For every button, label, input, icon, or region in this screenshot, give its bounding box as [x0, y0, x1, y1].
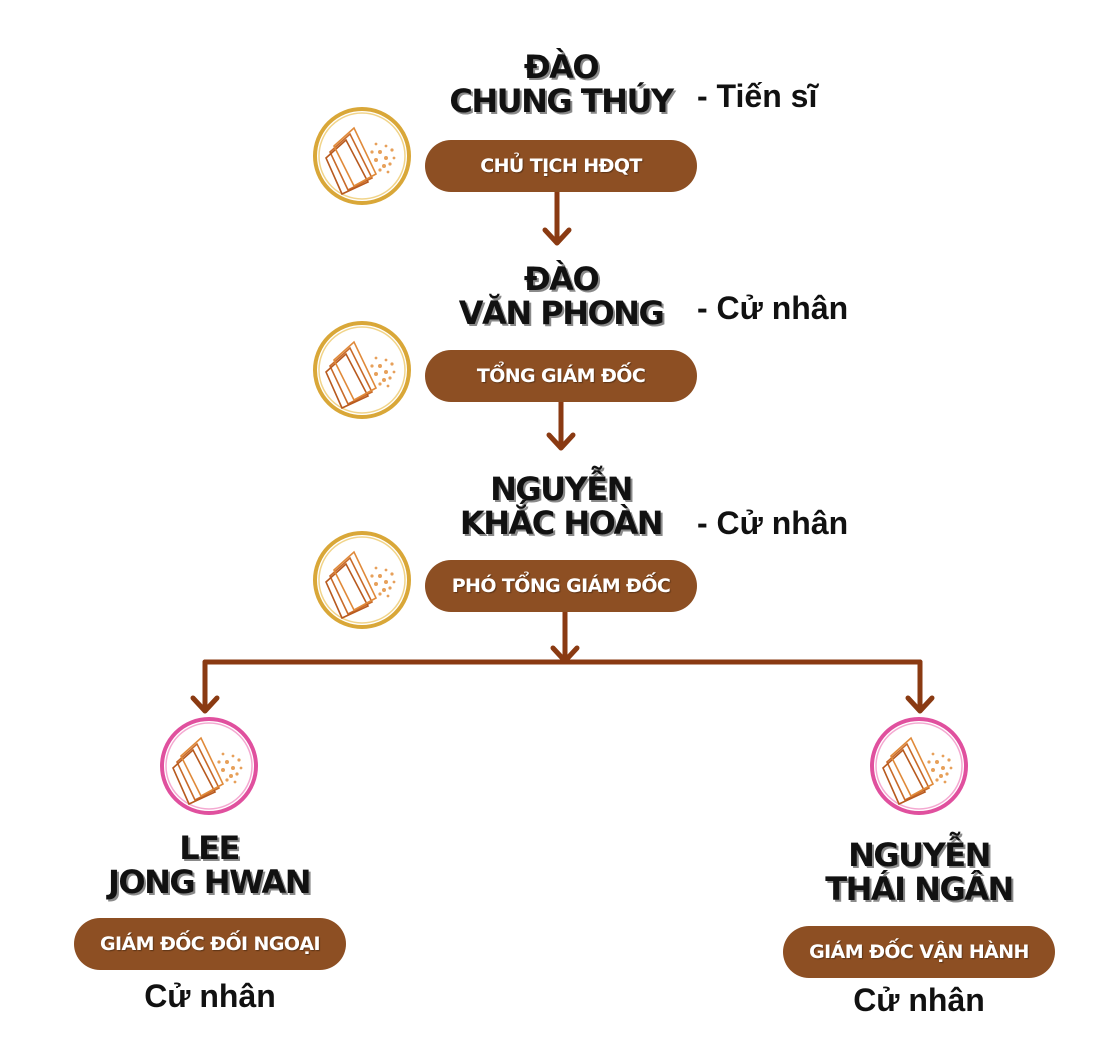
book-globe-icon — [870, 717, 968, 815]
person-degree: Cử nhân — [144, 978, 276, 1014]
arrow-chairman-to-ceo — [542, 189, 572, 246]
person-degree: - Tiến sĩ — [697, 78, 818, 114]
arrow-ceo-to-deputy — [546, 399, 576, 451]
person-name: LEE JONG HWAN — [108, 829, 311, 901]
company-logo — [869, 716, 969, 816]
book-globe-icon — [160, 717, 258, 815]
company-logo — [312, 320, 412, 420]
person-degree: - Cử nhân — [697, 505, 849, 541]
person-name: ĐÀO VĂN PHONG — [458, 260, 665, 332]
arrow-to-operations-director — [905, 659, 935, 714]
company-logo — [312, 106, 412, 206]
person-degree: Cử nhân — [853, 982, 985, 1018]
person-name: NGUYỄN KHẮC HOÀN — [459, 470, 664, 542]
role-badge: PHÓ TỔNG GIÁM ĐỐC — [425, 560, 697, 612]
person-name: NGUYỄN THÁI NGÂN — [825, 836, 1014, 908]
role-badge: GIÁM ĐỐC VẬN HÀNH — [783, 926, 1055, 978]
person-name: ĐÀO CHUNG THÚY — [449, 48, 674, 120]
company-logo — [159, 716, 259, 816]
role-badge: CHỦ TỊCH HĐQT — [425, 140, 697, 192]
role-badge: TỔNG GIÁM ĐỐC — [425, 350, 697, 402]
person-degree: - Cử nhân — [697, 290, 849, 326]
role-badge: GIÁM ĐỐC ĐỐI NGOẠI — [74, 918, 346, 970]
arrow-to-external-director — [190, 659, 220, 714]
book-globe-icon — [313, 531, 411, 629]
book-globe-icon — [313, 321, 411, 419]
company-logo — [312, 530, 412, 630]
book-globe-icon — [313, 107, 411, 205]
arrow-deputy-to-branch — [550, 609, 580, 664]
